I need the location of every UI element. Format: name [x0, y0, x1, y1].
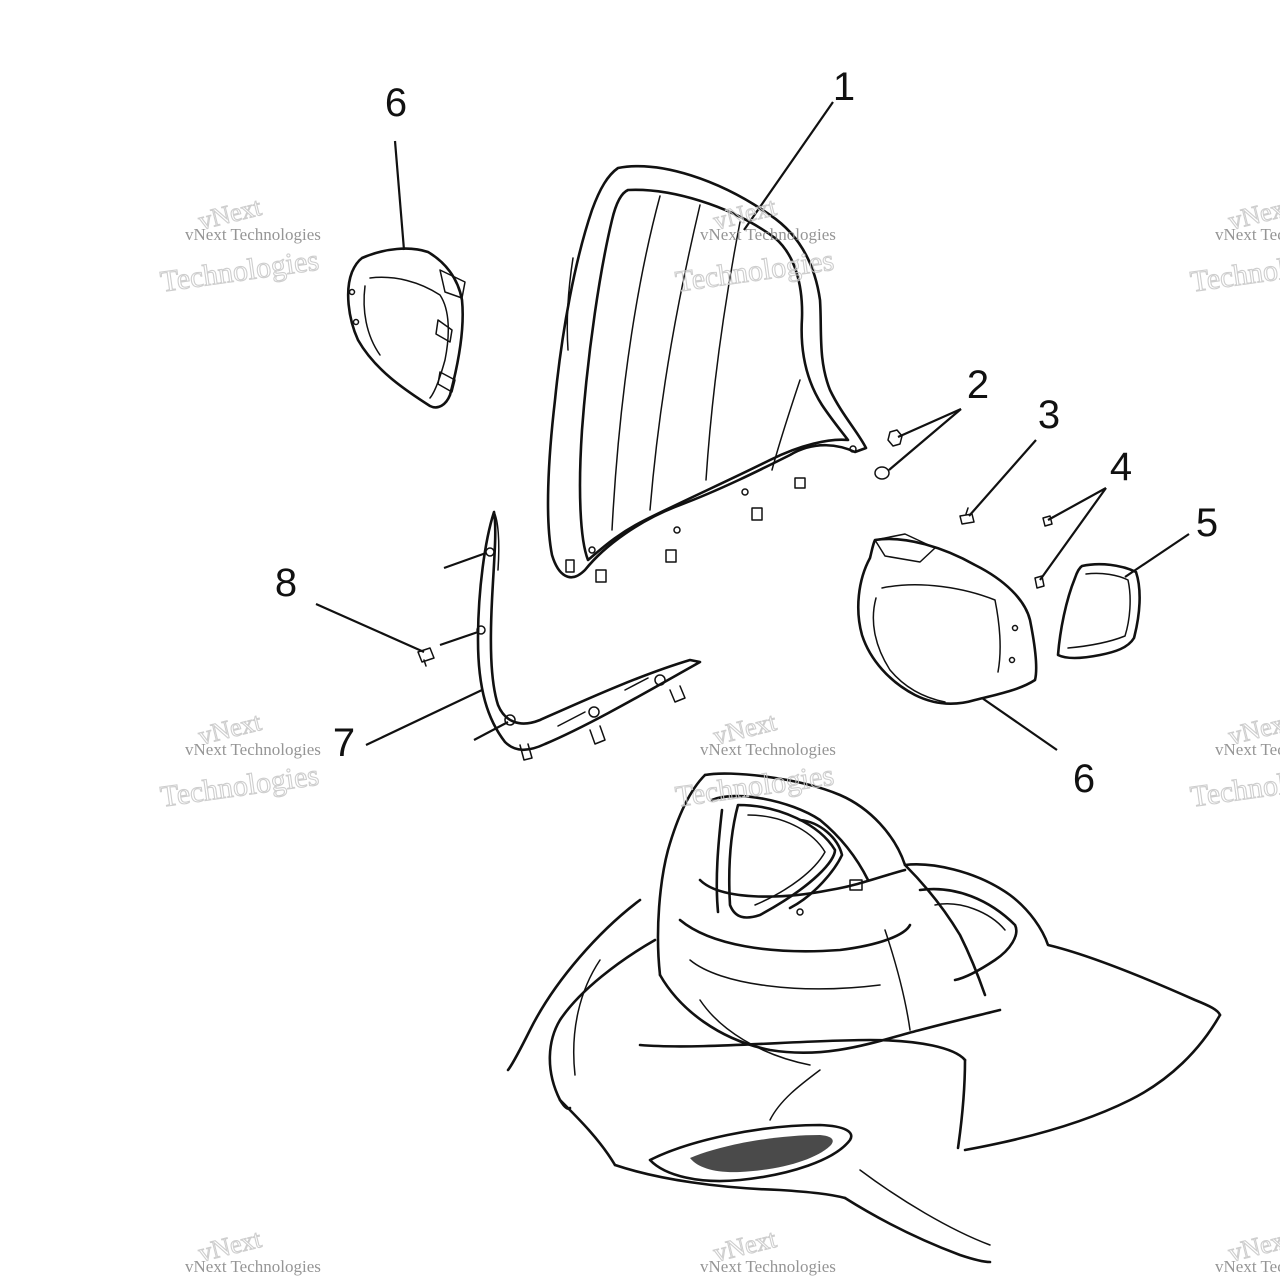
svg-text:vNext Technologies: vNext Technologies — [700, 1257, 836, 1276]
callout-7: 7 — [333, 721, 355, 765]
hardware-parts — [417, 429, 1053, 667]
svg-text:vNext Technologies: vNext Technologies — [1215, 225, 1280, 244]
screw-part-8 — [417, 647, 435, 667]
callout-1: 1 — [833, 65, 855, 109]
lens-part — [1056, 562, 1141, 660]
callout-4: 4 — [1110, 445, 1132, 489]
callout-6-right: 6 — [1073, 757, 1095, 801]
watermark: vNext vNext Technologies Technologies — [673, 191, 837, 299]
svg-text:Technologies: Technologies — [1188, 244, 1280, 299]
right-deflector-part — [857, 533, 1038, 705]
leader-lines — [315, 101, 1190, 751]
callout-5: 5 — [1196, 501, 1218, 545]
callout-3: 3 — [1038, 393, 1060, 437]
callout-6-left: 6 — [385, 81, 407, 125]
svg-text:vNext Technologies: vNext Technologies — [185, 1257, 321, 1276]
watermark: vNext vNext Technologies Technologies — [158, 706, 322, 814]
screw-part-3 — [959, 507, 975, 525]
watermark: vNext vNext Technologies Technologies — [1188, 191, 1280, 299]
callout-2: 2 — [967, 363, 989, 407]
svg-text:Technologies: Technologies — [158, 244, 321, 299]
svg-text:vNext Technologies: vNext Technologies — [1215, 740, 1280, 759]
screw-part-4b — [1034, 575, 1045, 589]
callout-8: 8 — [275, 561, 297, 605]
left-deflector-part — [346, 247, 466, 409]
watermark: vNext vNext Technologies — [700, 1223, 836, 1276]
nut-part-2 — [887, 429, 903, 447]
svg-text:vNext Technologies: vNext Technologies — [700, 740, 836, 759]
svg-text:vNext Technologies: vNext Technologies — [185, 740, 321, 759]
svg-text:vNext Technologies: vNext Technologies — [700, 225, 836, 244]
watermark: vNext vNext Technologies Technologies — [158, 191, 322, 299]
svg-text:Technologies: Technologies — [158, 759, 321, 814]
windshield-part — [546, 164, 868, 583]
svg-text:vNext Technologies: vNext Technologies — [1215, 1257, 1280, 1276]
svg-text:Technologies: Technologies — [673, 244, 836, 299]
watermark: vNext vNext Technologies Technologies — [1188, 706, 1280, 814]
hood-assembly — [506, 772, 1222, 1264]
trim-molding-part — [476, 510, 702, 761]
screw-part-4a — [1042, 515, 1053, 527]
callout-labels: 1 2 3 4 5 6 6 7 8 — [275, 65, 1218, 801]
svg-text:Technologies: Technologies — [1188, 759, 1280, 814]
watermark: vNext vNext Technologies Technologies — [673, 706, 837, 814]
watermark: vNext vNext Technologies — [185, 1223, 321, 1276]
watermark: vNext vNext Technologies — [1215, 1223, 1280, 1276]
svg-text:vNext Technologies: vNext Technologies — [185, 225, 321, 244]
washer-part-2 — [874, 466, 890, 480]
